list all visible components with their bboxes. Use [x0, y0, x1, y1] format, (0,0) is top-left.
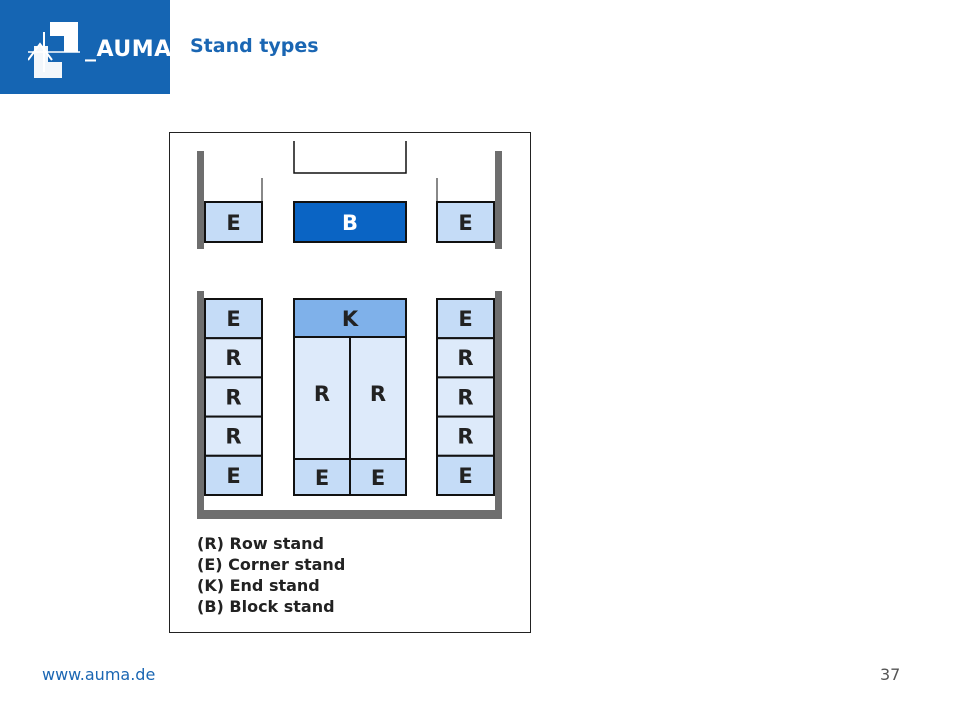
svg-text:E: E	[458, 464, 472, 488]
legend-item: (K) End stand	[197, 576, 320, 595]
wall-bottom	[197, 510, 502, 519]
wall-bottom-left	[197, 291, 204, 519]
stand-left-col-5: E	[204, 454, 263, 496]
legend-item: (E) Corner stand	[197, 555, 345, 574]
svg-text:E: E	[226, 307, 240, 331]
stand-right-col-1: E	[436, 298, 495, 340]
legend: (R) Row stand (E) Corner stand (K) End s…	[197, 534, 345, 616]
stand-center-bottom-right-corner: E	[349, 458, 407, 496]
svg-text:R: R	[457, 346, 473, 370]
stand-center-row-left: R	[293, 336, 351, 460]
stand-left-col-2: R	[204, 337, 263, 379]
stand-left-col-3: R	[204, 376, 263, 418]
footer-url-link[interactable]: www.auma.de	[42, 665, 156, 684]
stand-end: K	[293, 298, 407, 338]
svg-text:R: R	[225, 385, 241, 409]
svg-text:R: R	[370, 382, 386, 406]
svg-text:R: R	[457, 425, 473, 449]
top-aisle-outline	[293, 141, 407, 174]
auma-logo: _AUMA	[0, 0, 172, 94]
svg-text:R: R	[225, 425, 241, 449]
stand-top-right-corner: E	[436, 201, 495, 243]
svg-text:R: R	[457, 385, 473, 409]
stand-right-col-3: R	[436, 376, 495, 418]
stand-center-bottom-left-corner: E	[293, 458, 351, 496]
svg-text:E: E	[458, 307, 472, 331]
legend-item: (R) Row stand	[197, 534, 324, 553]
wall-top-left	[197, 151, 204, 249]
svg-text:E: E	[226, 211, 240, 235]
logo-text: _AUMA	[85, 37, 172, 62]
stand-center-row-right: R	[349, 336, 407, 460]
stand-left-col-4: R	[204, 415, 263, 457]
svg-text:E: E	[371, 466, 385, 490]
wall-top-right	[495, 151, 502, 249]
svg-text:R: R	[314, 382, 330, 406]
page-title: Stand types	[190, 35, 319, 57]
stand-left-col-1: E	[204, 298, 263, 340]
wall-bottom-right	[495, 291, 502, 519]
stand-top-left-corner: E	[204, 201, 263, 243]
svg-text:B: B	[342, 211, 358, 235]
svg-text:R: R	[225, 346, 241, 370]
page-number: 37	[880, 665, 901, 684]
stand-block: B	[293, 201, 407, 243]
stand-right-col-2: R	[436, 337, 495, 379]
svg-text:E: E	[458, 211, 472, 235]
auma-logo-mark-icon	[28, 22, 80, 78]
legend-item: (B) Block stand	[197, 597, 335, 616]
svg-text:E: E	[226, 464, 240, 488]
stand-right-col-4: R	[436, 415, 495, 457]
svg-text:K: K	[342, 307, 359, 331]
stand-right-col-5: E	[436, 454, 495, 496]
svg-text:E: E	[315, 466, 329, 490]
